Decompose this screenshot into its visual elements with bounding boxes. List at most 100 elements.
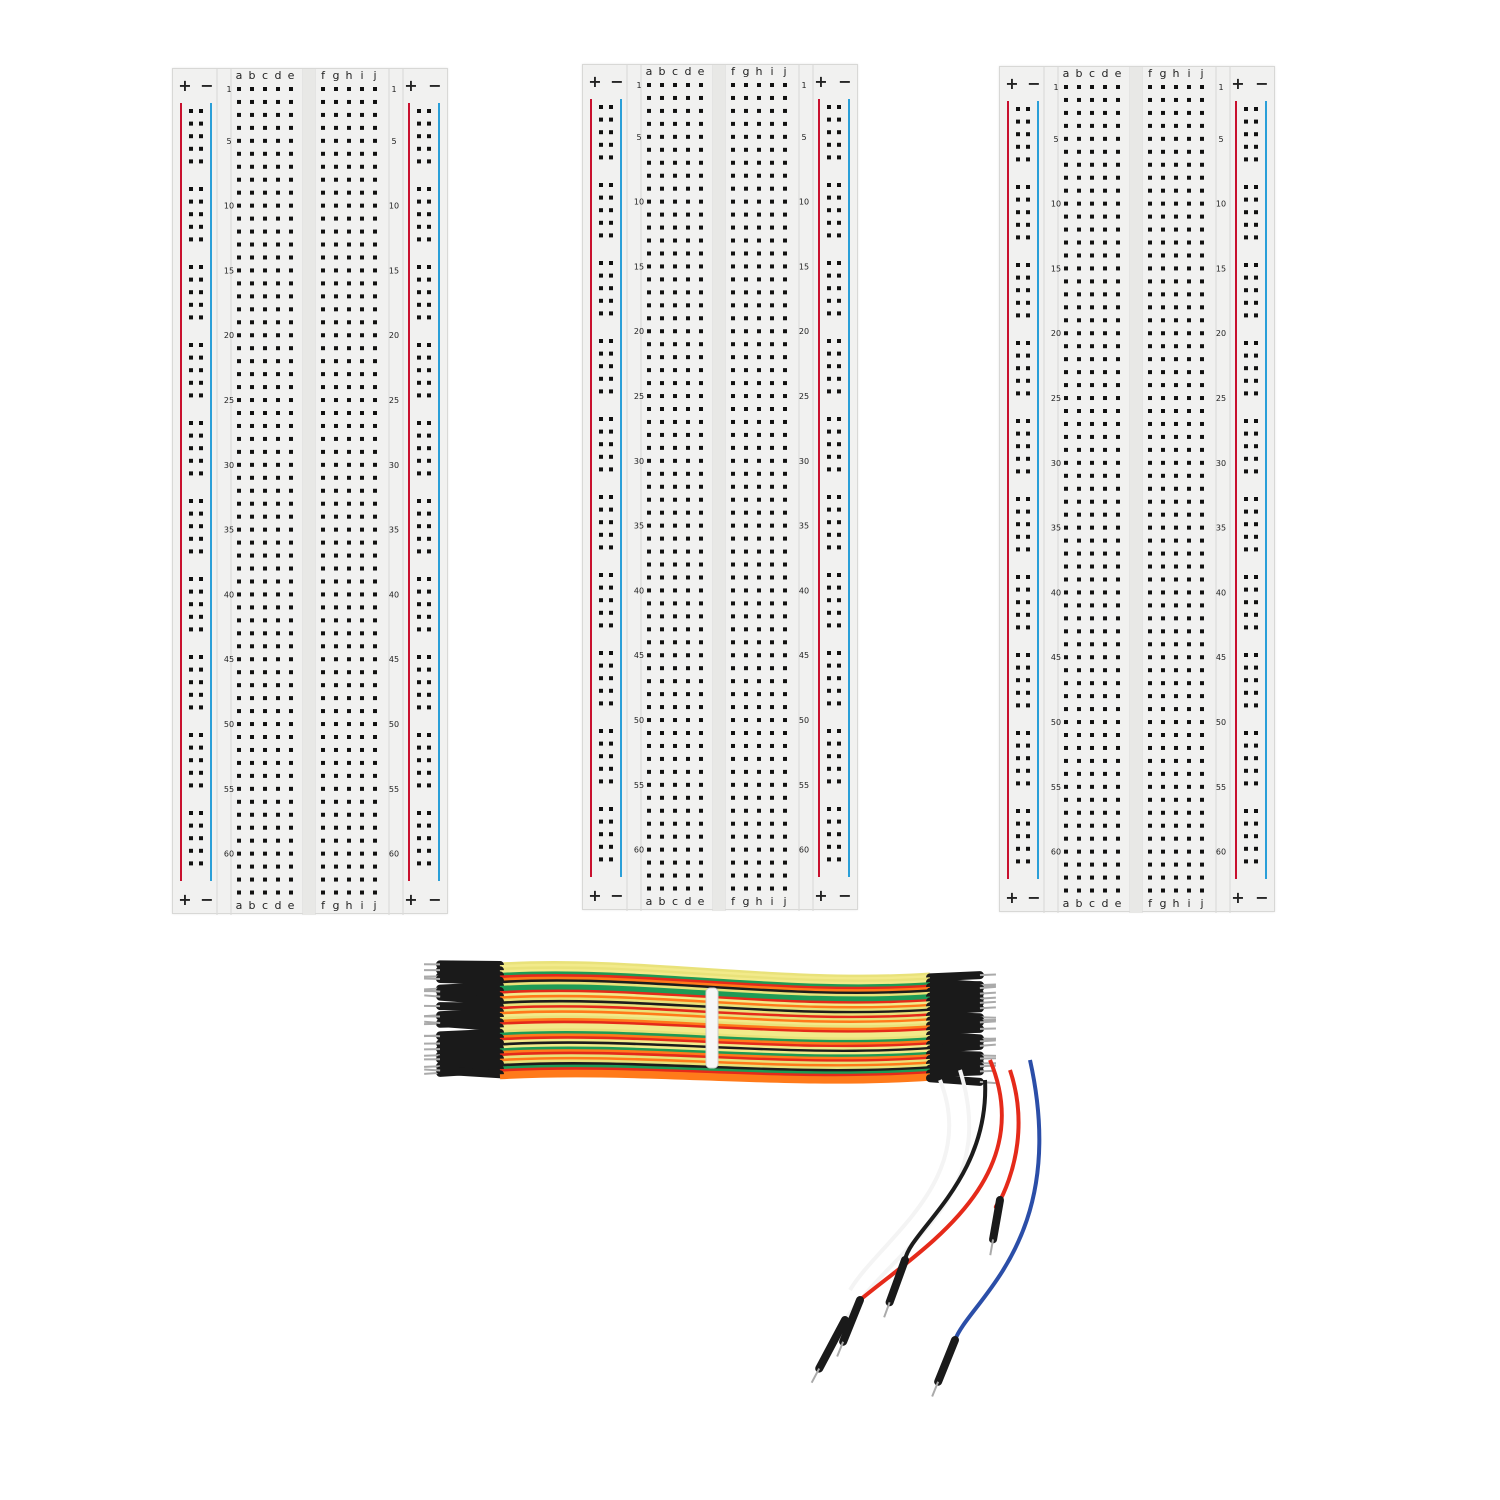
column-letter: c [262,69,268,82]
row-number: 30 [799,457,809,466]
row-number: 1 [391,85,396,94]
column-letter: d [685,65,692,78]
column-letter: j [372,899,376,912]
column-letter: b [249,899,256,912]
row-number: 1 [1218,83,1223,92]
minus-symbol: − [200,890,213,909]
row-number: 50 [1051,718,1061,727]
row-number: 15 [799,262,809,271]
plus-symbol: + [588,72,601,91]
column-letter: g [333,899,340,912]
column-letter: a [236,899,243,912]
row-number: 45 [634,651,644,660]
row-number: 40 [634,586,644,595]
row-number: 40 [389,590,399,599]
column-letter: e [288,899,295,912]
row-number: 5 [1218,135,1223,144]
column-letter: a [236,69,243,82]
column-letter: g [1160,67,1167,80]
column-letter: c [1089,67,1095,80]
column-letter: a [646,895,653,908]
column-letter: f [731,65,736,78]
row-number: 60 [634,846,644,855]
row-number: 60 [1216,848,1226,857]
row-number: 55 [799,781,809,790]
row-number: 5 [801,133,806,142]
plus-symbol: + [1231,888,1244,907]
minus-symbol: − [200,76,213,95]
column-letter: h [1173,67,1180,80]
plus-symbol: + [404,890,417,909]
column-letter: a [1063,897,1070,910]
column-letter: b [659,895,666,908]
row-number: 60 [389,850,399,859]
row-number: 25 [1216,394,1226,403]
column-letter: h [756,895,763,908]
plus-symbol: + [404,76,417,95]
minus-symbol: − [1027,888,1040,907]
minus-symbol: − [1027,74,1040,93]
rail-holes [1016,107,1258,864]
column-letter: g [1160,897,1167,910]
row-number: 45 [1216,653,1226,662]
column-letter: j [782,895,786,908]
row-number: 15 [389,266,399,275]
column-letter: e [698,895,705,908]
row-number: 50 [389,720,399,729]
row-number: 60 [799,846,809,855]
column-letter: d [1102,897,1109,910]
row-number: 60 [224,850,234,859]
rail-holes [189,109,431,866]
plus-symbol: + [178,890,191,909]
row-number: 30 [224,461,234,470]
column-letter: h [346,899,353,912]
minus-symbol: − [838,72,851,91]
plus-symbol: + [588,886,601,905]
rail-holes [599,105,841,862]
row-number: 60 [1051,848,1061,857]
row-number: 55 [1051,783,1061,792]
row-number: 40 [1051,588,1061,597]
column-letter: b [659,65,666,78]
row-number: 45 [1051,653,1061,662]
row-number: 10 [389,202,399,211]
row-number: 25 [389,396,399,405]
row-number: 40 [224,590,234,599]
row-number: 10 [634,198,644,207]
row-number: 55 [224,785,234,794]
row-number: 15 [634,262,644,271]
row-number: 35 [224,526,234,535]
row-number: 35 [389,526,399,535]
column-letter: b [1076,897,1083,910]
minus-symbol: − [428,890,441,909]
column-letter: h [346,69,353,82]
plus-symbol: + [814,886,827,905]
column-letter: e [1115,67,1122,80]
row-number: 20 [1051,329,1061,338]
column-letter: c [1089,897,1095,910]
column-letter: i [1187,67,1190,80]
row-number: 50 [224,720,234,729]
column-letter: a [1063,67,1070,80]
row-number: 25 [1051,394,1061,403]
row-number: 50 [1216,718,1226,727]
row-number: 15 [1051,264,1061,273]
column-letter: e [288,69,295,82]
column-letter: i [770,65,773,78]
row-number: 30 [1051,459,1061,468]
row-number: 45 [799,651,809,660]
column-letter: d [275,899,282,912]
minus-symbol: − [610,72,623,91]
row-number: 20 [634,327,644,336]
column-letter: c [672,65,678,78]
row-number: 55 [389,785,399,794]
hole-grid [237,87,377,895]
row-number: 30 [634,457,644,466]
row-number: 20 [1216,329,1226,338]
column-letter: f [321,899,326,912]
row-number: 20 [389,331,399,340]
